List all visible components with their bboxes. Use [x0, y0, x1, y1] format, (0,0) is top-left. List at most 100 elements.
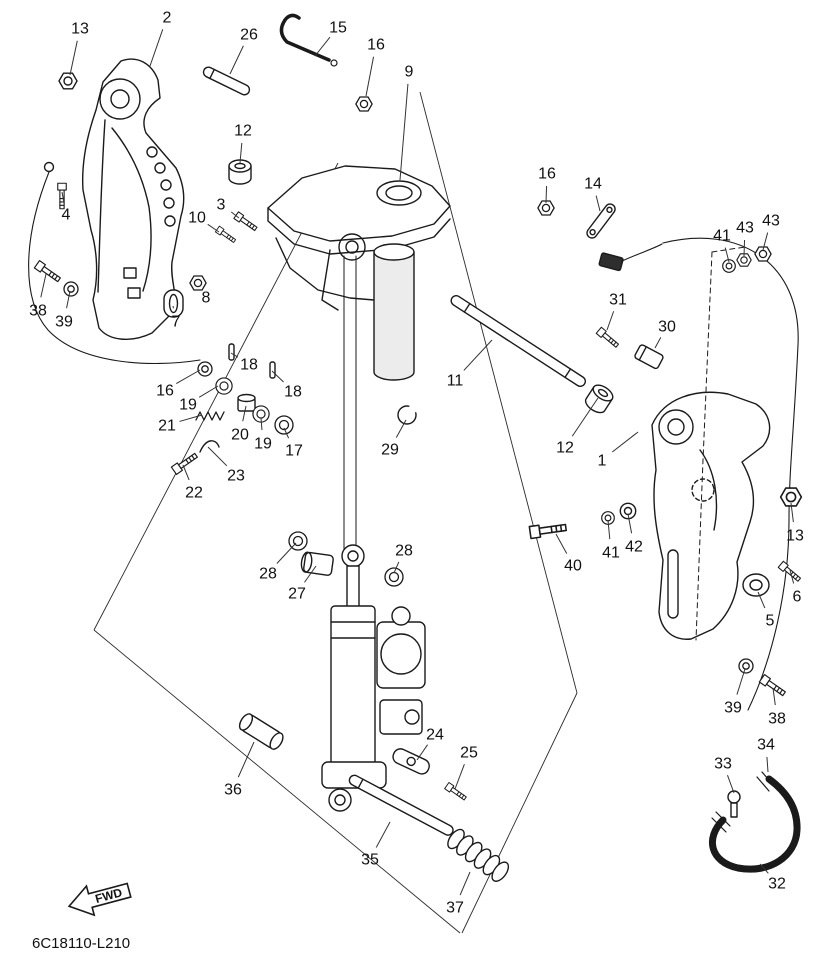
- leader-lines-layer: [40, 29, 795, 896]
- leader-line: [393, 561, 400, 574]
- sleeve-27: [300, 551, 334, 576]
- callout-label: 27: [288, 586, 306, 603]
- callout-label: 28: [259, 566, 277, 583]
- callout-label: 7: [172, 314, 181, 331]
- diagram-shape: [330, 59, 338, 67]
- callout-label: 4: [62, 207, 71, 224]
- nut-8: [189, 275, 207, 291]
- diagram-shape: [269, 732, 284, 750]
- diagram-shape: [376, 180, 422, 206]
- diagram-shape: [164, 215, 176, 227]
- leader-line: [607, 519, 611, 540]
- pin-26: [202, 66, 251, 96]
- leader-line: [395, 419, 407, 438]
- callout-label: 9: [405, 64, 414, 81]
- leader-line: [239, 142, 243, 164]
- leader-line: [545, 185, 548, 204]
- callout-label: 5: [766, 613, 775, 630]
- diagram-shape: [345, 240, 359, 254]
- diagram-shape: [379, 699, 423, 735]
- leader-line: [724, 247, 730, 263]
- leader-line: [743, 239, 746, 257]
- bushing-19-a: [215, 377, 233, 395]
- diagram-shape: [598, 252, 624, 272]
- hook-23: [199, 440, 220, 453]
- callout-label: 2: [163, 10, 172, 27]
- diagram-shape: [392, 748, 430, 775]
- leader-line: [789, 569, 795, 584]
- leader-line: [229, 45, 244, 75]
- diagram-shape: [123, 267, 137, 279]
- connector-wire: [621, 243, 663, 262]
- bolt-6: [777, 560, 803, 584]
- cable-left: [28, 171, 201, 365]
- spacer-36: [238, 713, 284, 750]
- nut-13-left: [58, 72, 78, 90]
- leader-line: [198, 385, 219, 398]
- callout-label: 39: [55, 314, 73, 331]
- diagram-shape: [357, 778, 364, 789]
- callout-label: 25: [460, 745, 478, 762]
- callout-label: 22: [185, 485, 203, 502]
- nut-16-top: [355, 96, 373, 112]
- boundary-lines: [93, 91, 578, 934]
- leader-line: [790, 502, 794, 523]
- diagram-shape: [238, 713, 254, 731]
- diagram-shape: [634, 344, 664, 370]
- bolt-31: [595, 326, 621, 350]
- diagram-shape: [380, 633, 422, 675]
- diagram-shape: [586, 203, 616, 239]
- diagram-shape: [202, 66, 251, 96]
- leader-line: [176, 369, 201, 384]
- bolt-10: [214, 225, 238, 245]
- diagram-shape: [348, 774, 454, 836]
- callout-label: 41: [602, 545, 620, 562]
- nut-16-right: [537, 200, 555, 216]
- trim-hose-32: [709, 775, 801, 873]
- callout-label: 23: [227, 468, 245, 485]
- pin-18-b: [269, 361, 276, 379]
- diagram-shape: [346, 565, 360, 609]
- power-tilt-unit: [321, 544, 426, 812]
- cylinder-20: [237, 393, 256, 412]
- bushing-12-left: [228, 159, 252, 185]
- bushing-12-right: [584, 384, 614, 414]
- callout-label: 16: [538, 166, 556, 183]
- callout-label: 19: [254, 436, 272, 453]
- callout-label: 31: [609, 292, 627, 309]
- callout-label: 34: [757, 737, 775, 754]
- leader-line: [627, 513, 633, 534]
- leader-line: [40, 273, 47, 298]
- leader-line: [772, 687, 776, 706]
- diagram-shape: [376, 621, 426, 689]
- hose-fitting-34: [711, 771, 775, 833]
- washer-39-left: [63, 281, 79, 297]
- diagram-shape: [373, 243, 415, 261]
- diagram-shape: [589, 229, 596, 236]
- diagram-shape: [667, 418, 685, 436]
- diagram-shape: [267, 165, 451, 242]
- callout-label: 15: [329, 20, 347, 37]
- callout-label: 1: [598, 453, 607, 470]
- diagram-shape: [168, 293, 179, 314]
- callout-label: 18: [240, 357, 258, 374]
- bolt-40: [528, 520, 568, 540]
- callout-label: 36: [224, 782, 242, 799]
- leader-line: [230, 352, 239, 358]
- leader-line: [242, 405, 247, 422]
- diagram-shape: [651, 391, 771, 640]
- grommet-7: [163, 289, 184, 318]
- diagram-shape: [237, 393, 256, 403]
- diagram-shape: [742, 573, 770, 597]
- diagram-shape: [93, 162, 339, 631]
- diagram-shape: [450, 295, 587, 388]
- callout-label: 17: [285, 443, 303, 460]
- leader-line: [69, 40, 78, 76]
- fwd-arrow: FWD: [67, 882, 132, 917]
- diagram-shape: [715, 811, 731, 827]
- callout-label: 24: [426, 727, 444, 744]
- bolt-38-right: [758, 673, 788, 699]
- leader-line: [399, 83, 409, 181]
